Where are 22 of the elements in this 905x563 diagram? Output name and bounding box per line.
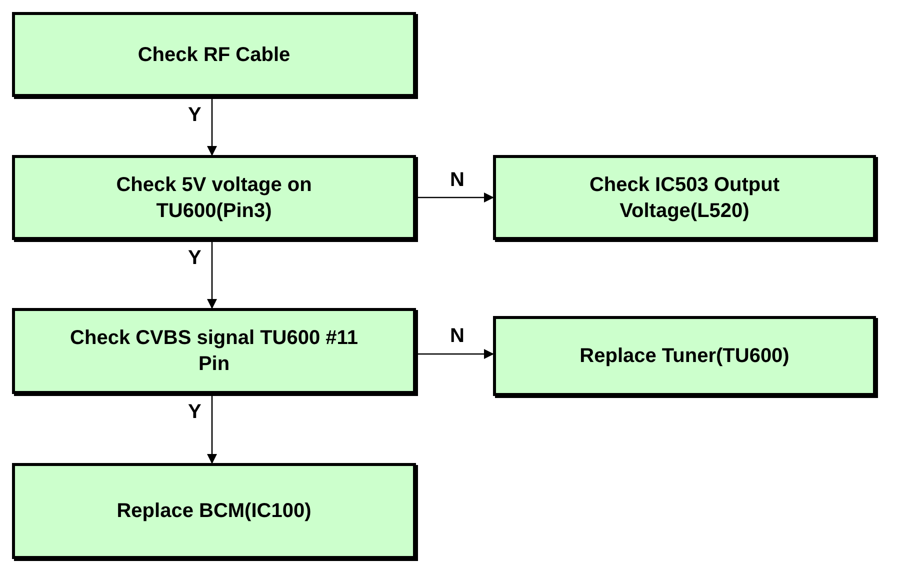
box-text: Check RF Cable <box>138 42 290 68</box>
arrow <box>416 349 494 359</box>
edge-label: N <box>450 326 464 346</box>
box-text: Replace Tuner(TU600) <box>580 344 790 369</box>
box-text: Replace BCM(IC100) <box>116 499 312 524</box>
arrow <box>207 240 217 309</box>
edge-label: N <box>450 170 464 190</box>
process-box <box>493 155 876 240</box>
process-box <box>12 308 416 394</box>
box-text: Check CVBS signal TU600 #11 Pin <box>69 326 359 377</box>
arrow <box>207 97 217 156</box>
edge-label: Y <box>188 105 202 125</box>
edge-label: Y <box>188 248 202 268</box>
edge-label: Y <box>188 402 202 422</box>
process-box <box>12 12 416 97</box>
arrow <box>416 192 494 202</box>
process-box <box>493 316 876 396</box>
process-box <box>12 463 416 559</box>
box-text: Check 5V voltage on TU600(Pin3) <box>115 172 313 224</box>
box-text: Check IC503 Output Voltage(L520) <box>588 172 781 224</box>
arrow <box>207 394 217 464</box>
process-box <box>12 155 416 240</box>
